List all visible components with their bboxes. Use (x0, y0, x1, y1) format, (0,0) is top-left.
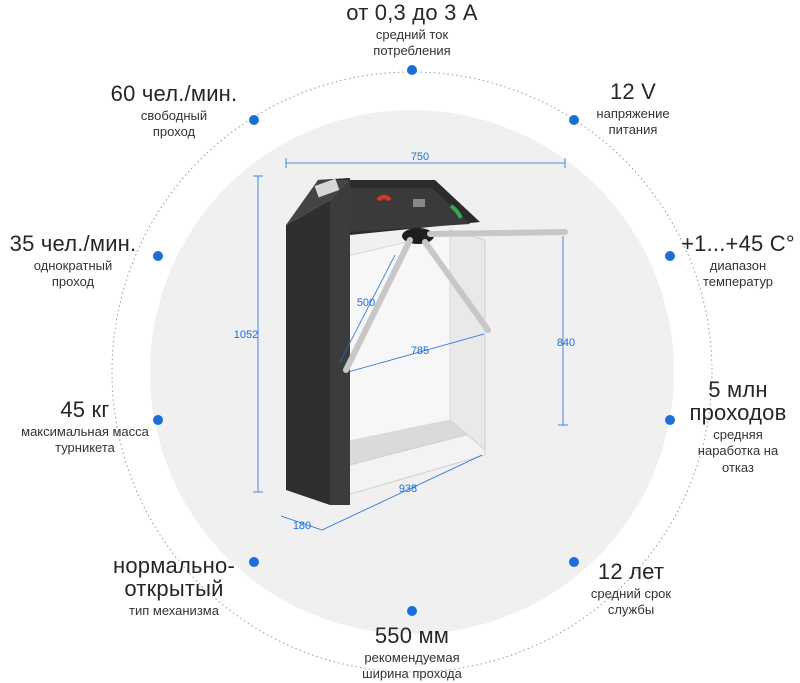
dot-width (407, 606, 417, 616)
bar-right (422, 239, 491, 333)
reader-icon (413, 199, 425, 207)
base-frame (330, 410, 485, 470)
spec-lifetime: 5 млн проходов средняя наработка на отка… (676, 378, 800, 476)
spec-weight-label: максимальная масса турникета (21, 424, 149, 456)
spec-free-label: свободный проход (140, 108, 208, 140)
dot-temperature (665, 251, 675, 261)
spec-width: 550 мм рекомендуемая ширина прохода (322, 624, 502, 683)
dot-current (407, 65, 417, 75)
spec-lifetime-label: средняя наработка на отказ (697, 427, 779, 475)
dot-mechanism (249, 557, 259, 567)
spec-mechanism-value: нормально-открытый (113, 553, 235, 602)
left-column-face (330, 178, 350, 505)
spec-single: 35 чел./мин. однократный проход (0, 232, 146, 291)
spec-single-label: однократный проход (33, 258, 113, 290)
spec-lifetime-value: 5 млн проходов (689, 377, 787, 426)
dot-single (153, 251, 163, 261)
spec-free-value: 60 чел./мин. (110, 81, 238, 106)
spec-single-value: 35 чел./мин. (9, 231, 137, 256)
dim-height-total: 1052 (234, 329, 258, 341)
spec-current: от 0,3 до 3 А средний ток потребления (312, 1, 512, 60)
dim-depth: 180 (293, 520, 311, 532)
red-arrow-icon (376, 195, 392, 202)
spec-current-label: средний ток потребления (373, 27, 451, 59)
spec-service-label: средний срок службы (590, 586, 672, 618)
dim-diagonal: 785 (411, 345, 429, 357)
dot-weight (153, 415, 163, 425)
dot-voltage (569, 115, 579, 125)
bar-left (343, 237, 413, 373)
spec-temperature-value: +1...+45 С° (681, 231, 795, 256)
ring-dots (153, 65, 675, 616)
spec-voltage: 12 V напряжение питания (568, 80, 698, 139)
spec-service: 12 лет средний срок службы (566, 560, 696, 619)
dot-lifetime (665, 415, 675, 425)
spec-mechanism: нормально-открытый тип механизма (96, 554, 252, 619)
spec-voltage-value: 12 V (609, 79, 657, 104)
card-slot (314, 178, 340, 198)
dim-height-right: 840 (557, 337, 575, 349)
spec-voltage-label: напряжение питания (596, 106, 670, 138)
spec-free: 60 чел./мин. свободный проход (96, 82, 252, 141)
spec-width-label: рекомендуемая ширина прохода (362, 650, 462, 682)
turnstile-illustration (286, 178, 568, 505)
spec-weight: 45 кг максимальная масса турникета (14, 398, 156, 457)
dot-service (569, 557, 579, 567)
spec-weight-value: 45 кг (60, 397, 110, 422)
dimension-labels: 750 1052 840 500 785 938 180 (234, 151, 575, 532)
green-arrow-icon (449, 204, 463, 219)
dim-width-top: 750 (411, 151, 429, 163)
dim-base-length: 938 (399, 483, 417, 495)
spec-current-value: от 0,3 до 3 А (346, 0, 478, 25)
dim-bar-length: 500 (357, 297, 375, 309)
dot-free (249, 115, 259, 125)
spec-mechanism-label: тип механизма (129, 603, 219, 619)
bar-top (427, 229, 568, 237)
dimension-lines (253, 158, 568, 531)
left-column (286, 200, 330, 505)
spec-temperature-label: диапазон температур (702, 258, 774, 290)
spec-temperature: +1...+45 С° диапазон температур (676, 232, 800, 291)
right-panel (449, 229, 486, 452)
spec-width-value: 550 мм (374, 623, 450, 648)
spec-service-value: 12 лет (597, 559, 665, 584)
